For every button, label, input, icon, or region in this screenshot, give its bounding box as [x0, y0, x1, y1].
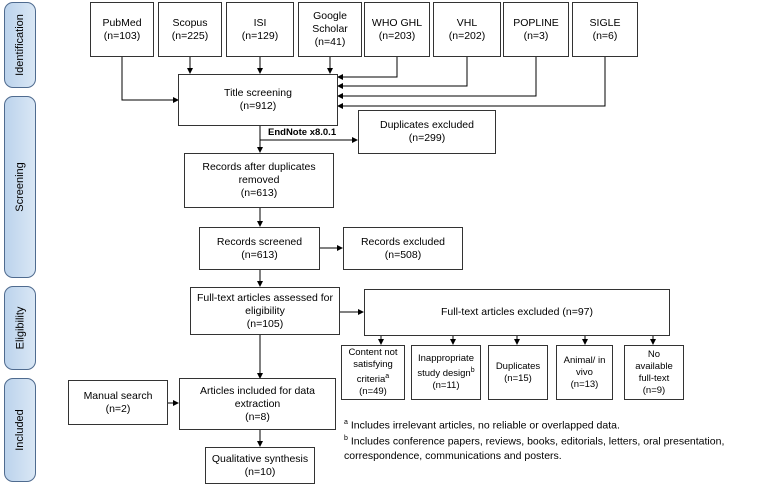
reason-content-box: Content not satisfying criteriaa(n=49)	[341, 345, 405, 400]
source-who-ghl-box: WHO GHL(n=203)	[364, 2, 430, 57]
phase-included: Included	[4, 378, 36, 482]
phase-eligibility: Eligibility	[4, 286, 36, 370]
phase-screening: Screening	[4, 96, 36, 278]
title-screening-box: Title screening(n=912)	[178, 74, 338, 126]
qualitative-synthesis-box: Qualitative synthesis(n=10)	[205, 447, 315, 484]
footnote-b: b Includes conference papers, reviews, b…	[344, 435, 725, 462]
source-google-scholar-box: Google Scholar(n=41)	[298, 2, 362, 57]
source-sigle-box: SIGLE(n=6)	[572, 2, 638, 57]
source-isi-box: ISI(n=129)	[226, 2, 294, 57]
source-popline-box: POPLINE(n=3)	[503, 2, 569, 57]
after-duplicates-box: Records after duplicates removed(n=613)	[184, 153, 334, 208]
reason-animal-box: Animal/ in vivo(n=13)	[556, 345, 613, 400]
reason-no-fulltext-box: No available full-text(n=9)	[624, 345, 684, 400]
endnote-label: EndNote x8.0.1	[268, 127, 337, 138]
fulltext-excluded-box: Full-text articles excluded (n=97)	[364, 289, 670, 336]
reason-duplicates-box: Duplicates(n=15)	[488, 345, 548, 400]
source-pubmed-box: PubMed(n=103)	[90, 2, 154, 57]
reason-design-box: Inappropriate study designb(n=11)	[411, 345, 481, 400]
phase-identification: Identification	[4, 2, 36, 88]
records-excluded-box: Records excluded(n=508)	[343, 227, 463, 270]
footnote-a: a Includes irrelevant articles, no relia…	[344, 419, 620, 432]
manual-search-box: Manual search(n=2)	[68, 380, 168, 425]
articles-included-box: Articles included for data extraction(n=…	[179, 378, 336, 430]
records-screened-box: Records screened(n=613)	[199, 227, 320, 270]
duplicates-excluded-box: Duplicates excluded(n=299)	[358, 110, 496, 154]
source-scopus-box: Scopus(n=225)	[158, 2, 222, 57]
source-vhl-box: VHL(n=202)	[433, 2, 501, 57]
fulltext-assessed-box: Full-text articles assessed for eligibil…	[190, 287, 340, 335]
